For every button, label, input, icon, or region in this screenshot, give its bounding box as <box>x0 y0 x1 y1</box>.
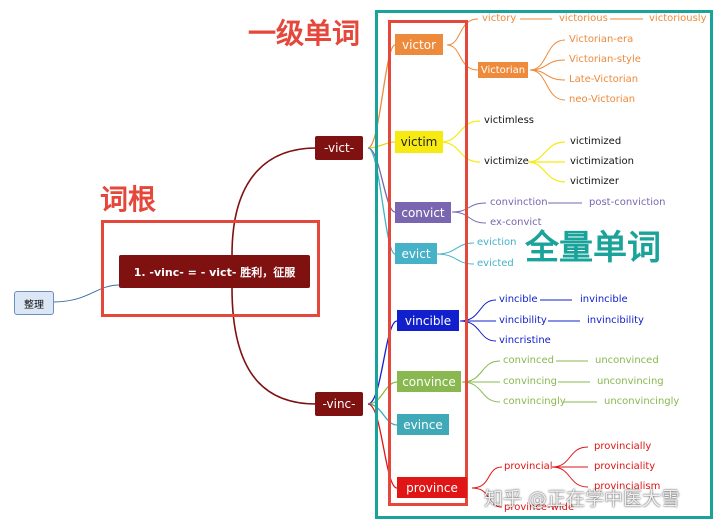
victimized-word: victimized <box>570 136 622 147</box>
root-highlight-frame <box>101 220 320 317</box>
victimless-word: victimless <box>484 115 534 126</box>
level1-highlight-frame <box>388 20 468 506</box>
branch-vinc-node[interactable]: -vinc- <box>315 392 363 416</box>
all-words-frame <box>375 10 713 519</box>
unconvincingly-word: unconvincingly <box>604 396 680 407</box>
convinction-word: convinction <box>490 197 548 208</box>
post-conviction-word: post-conviction <box>589 197 666 208</box>
victorian-era-word: Victorian-era <box>569 34 634 45</box>
word-convince-node[interactable]: convince <box>397 371 461 392</box>
victimization-word: victimization <box>570 156 634 167</box>
word-victim-node[interactable]: victim <box>395 131 443 153</box>
victoriously-word: victoriously <box>649 13 707 24</box>
vincristine-word: vincristine <box>499 335 551 346</box>
victorian-node[interactable]: Victorian <box>478 62 528 78</box>
invincible-word: invincible <box>580 294 628 305</box>
victory-word: victory <box>482 13 517 24</box>
branch-vict-node[interactable]: -vict- <box>315 136 363 160</box>
provincially-word: provincially <box>594 441 652 452</box>
watermark: 知乎 @正在学中医大雪 <box>484 488 681 510</box>
neo-victorian-word: neo-Victorian <box>569 94 636 105</box>
evicted-word: evicted <box>477 258 514 269</box>
convincing-word: convincing <box>503 376 557 387</box>
root-node[interactable]: 1. -vinc- = - vict- 胜利，征服 <box>119 255 310 288</box>
word-convict-node[interactable]: convict <box>395 202 451 223</box>
victimizer-word: victimizer <box>570 176 619 187</box>
vincibility-word: vincibility <box>499 315 547 326</box>
word-province-node[interactable]: province <box>397 477 467 498</box>
word-evict-node[interactable]: evict <box>395 243 437 264</box>
invincibility-word: invincibility <box>587 315 644 326</box>
all-words-label: 全量单词 <box>525 228 661 268</box>
eviction-word: eviction <box>477 237 517 248</box>
provincialism-word: provincialism <box>594 481 661 492</box>
word-evince-node[interactable]: evince <box>397 414 449 435</box>
late-victorian-word: Late-Victorian <box>569 74 639 85</box>
vincible-word: vincible <box>499 294 538 305</box>
word-vincible-node[interactable]: vincible <box>397 310 459 331</box>
unconvincing-word: unconvincing <box>597 376 664 387</box>
tidy-node[interactable]: 整理 <box>14 291 54 315</box>
provincial-word: provincial <box>504 461 553 472</box>
province-wide-word: province-wide <box>504 502 575 513</box>
root-annotation-label: 词根 <box>100 183 157 216</box>
convinced-word: convinced <box>503 355 554 366</box>
word-victor-node[interactable]: victor <box>395 34 443 55</box>
victorious-word: victorious <box>559 13 608 24</box>
convincingly-word: convincingly <box>503 396 566 407</box>
unconvinced-word: unconvinced <box>595 355 659 366</box>
provinciality-word: provinciality <box>594 461 656 472</box>
level1-words-label: 一级单词 <box>248 17 361 50</box>
ex-convict-word: ex-convict <box>490 217 542 228</box>
victimize-word: victimize <box>484 156 529 167</box>
victorian-style-word: Victorian-style <box>569 54 641 65</box>
